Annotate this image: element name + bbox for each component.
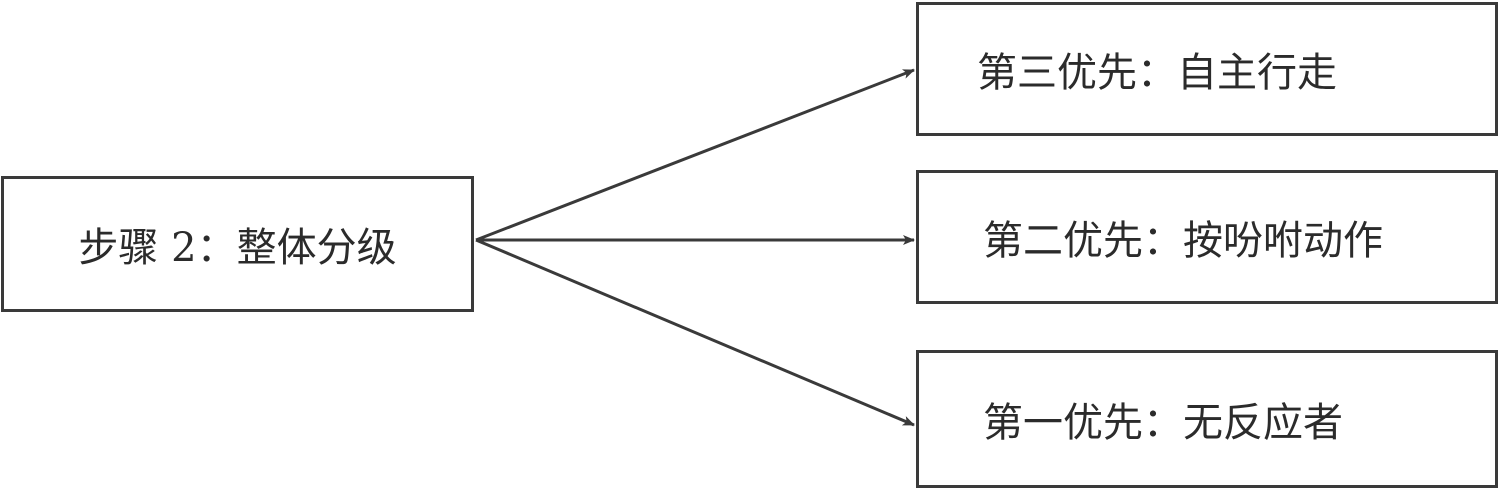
arrow-to-first-priority [475,238,915,427]
step2-overall-triage-box: 步骤 2：整体分级 [1,176,474,312]
first-priority-box: 第一优先：无反应者 [916,350,1498,488]
arrow-to-third-priority [475,68,915,242]
third-priority-label: 第三优先：自主行走 [977,50,1337,96]
second-priority-label: 第二优先：按吩咐动作 [983,218,1383,264]
first-priority-label: 第一优先：无反应者 [983,400,1343,446]
second-priority-box: 第二优先：按吩咐动作 [916,170,1498,304]
step2-overall-triage-label: 步骤 2：整体分级 [78,225,397,271]
third-priority-box: 第三优先：自主行走 [916,2,1498,136]
